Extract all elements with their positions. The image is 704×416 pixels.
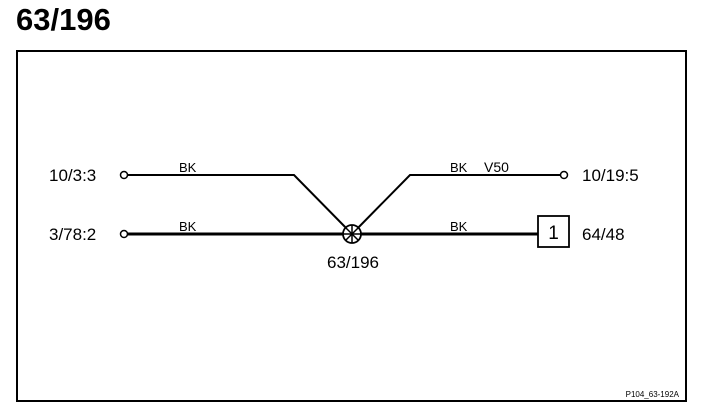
wire-label-top-right: BK (450, 160, 468, 175)
splice-junction-icon (342, 224, 362, 244)
page-title: 63/196 (16, 2, 111, 37)
terminal-label-top-left: 10/3:3 (49, 166, 96, 185)
wire-label-bottom-left: BK (179, 219, 197, 234)
terminal-top-left (119, 170, 129, 180)
diagram-frame (16, 50, 687, 402)
wire-top-left (128, 174, 353, 235)
wire-label-bottom-right: BK (450, 219, 468, 234)
terminal-top-right (559, 170, 569, 180)
connector-number: 1 (548, 223, 559, 244)
terminal-label-top-right: 10/19:5 (582, 166, 639, 185)
terminal-label-bottom-left: 3/78:2 (49, 225, 96, 244)
connector-box (537, 215, 570, 248)
wire-top-right (351, 174, 560, 235)
wire-code-top-right: V50 (484, 159, 509, 175)
reference-code: P104_63-192A (626, 390, 680, 399)
terminal-label-connector: 64/48 (582, 225, 625, 244)
terminal-bottom-left (119, 229, 129, 239)
junction-label: 63/196 (327, 253, 379, 272)
wire-label-top-left: BK (179, 160, 197, 175)
